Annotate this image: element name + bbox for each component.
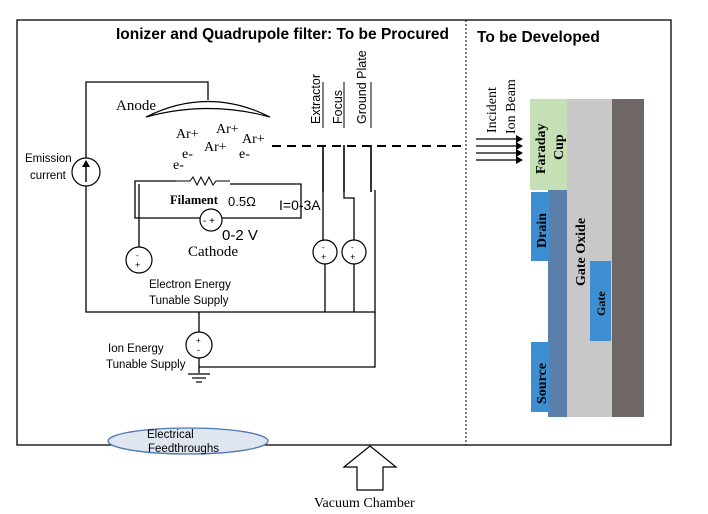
gate-oxide-layer bbox=[567, 99, 612, 417]
plate-supply-return-wire bbox=[324, 264, 355, 312]
anode-lead-wire bbox=[85, 81, 209, 158]
electron-supply-label-2: Tunable Supply bbox=[149, 295, 229, 307]
electron-label: e- bbox=[239, 147, 250, 162]
polarity-icon: + bbox=[196, 336, 201, 345]
anode-label: Anode bbox=[116, 98, 156, 114]
source-electrode bbox=[531, 342, 549, 412]
electrical-feedthroughs bbox=[107, 427, 269, 455]
filament-label: Filament bbox=[170, 193, 219, 207]
polarity-icon: + bbox=[350, 252, 355, 262]
gate-label: Gate bbox=[594, 291, 608, 316]
cathode-voltage-label: 0-2 V bbox=[222, 227, 258, 244]
faraday-cup-label-1: Faraday bbox=[534, 123, 549, 174]
cathode-label: Cathode bbox=[188, 244, 238, 260]
filament-supply-source bbox=[199, 208, 223, 232]
ion-label: Ar+ bbox=[242, 132, 265, 147]
section-title-developed: To be Developed bbox=[477, 29, 600, 46]
extractor-label: Extractor bbox=[309, 74, 323, 124]
ion-supply-label-1: Ion Energy bbox=[108, 343, 164, 355]
polarity-icon: - bbox=[136, 251, 139, 260]
polarity-icon: + bbox=[321, 252, 326, 262]
gate-oxide-label: Gate Oxide bbox=[574, 218, 589, 286]
channel-layer bbox=[548, 190, 567, 417]
filament-resistance-label: 0.5Ω bbox=[228, 194, 256, 209]
ground-plate-label: Ground Plate bbox=[355, 50, 369, 124]
ion-label: Ar+ bbox=[204, 140, 227, 155]
drain-electrode bbox=[531, 192, 549, 261]
anode-electrode bbox=[145, 100, 271, 118]
faraday-cup-label-2: Cup bbox=[552, 134, 567, 160]
emission-current-label-1: Emission bbox=[25, 153, 72, 165]
beam-label-incident: Incident bbox=[485, 87, 500, 133]
vacuum-chamber-label: Vacuum Chamber bbox=[314, 496, 415, 511]
polarity-icon: - bbox=[197, 345, 200, 355]
chamber-pointer-arrow-icon bbox=[342, 445, 398, 491]
ion-supply-label-2: Tunable Supply bbox=[106, 359, 186, 371]
focus-label: Focus bbox=[331, 90, 345, 124]
section-title-procured: Ionizer and Quadrupole filter: To be Pro… bbox=[116, 26, 449, 43]
electron-label: e- bbox=[182, 147, 193, 162]
ion-label: Ar+ bbox=[176, 127, 199, 142]
polarity-icon: - bbox=[322, 243, 325, 252]
electron-supply-label-1: Electron Energy bbox=[149, 279, 231, 291]
drain-label: Drain bbox=[535, 213, 550, 248]
feedthroughs-label-2: Feedthroughs bbox=[148, 443, 219, 455]
beam-label-ion-beam: Ion Beam bbox=[504, 79, 519, 134]
vacuum-chamber-outline bbox=[16, 19, 672, 446]
meter-arrow-head-icon bbox=[82, 160, 90, 167]
polarity-icon: - bbox=[351, 243, 354, 252]
substrate-layer bbox=[612, 99, 644, 417]
electron-label: e- bbox=[173, 158, 184, 173]
focus-supply-wire bbox=[343, 192, 355, 240]
feedthroughs-label-1: Electrical bbox=[147, 429, 194, 441]
ion-label: Ar+ bbox=[216, 122, 239, 137]
gate-electrode bbox=[590, 261, 611, 341]
ion-supply-wire bbox=[198, 312, 376, 373]
incident-beam-arrows-icon bbox=[476, 135, 523, 164]
polarity-icon: + bbox=[135, 260, 140, 270]
polarity-icon: - + bbox=[203, 216, 215, 227]
emission-return-wire bbox=[85, 186, 376, 313]
ion-energy-supply bbox=[185, 331, 213, 359]
emission-current-label-2: current bbox=[30, 170, 67, 182]
electron-energy-supply bbox=[125, 246, 153, 274]
source-label: Source bbox=[535, 363, 550, 404]
filament-coil bbox=[176, 175, 230, 187]
ground-icon bbox=[188, 373, 210, 383]
filament-current-label: I=0-3A bbox=[279, 197, 321, 213]
faraday-cup bbox=[530, 99, 567, 190]
